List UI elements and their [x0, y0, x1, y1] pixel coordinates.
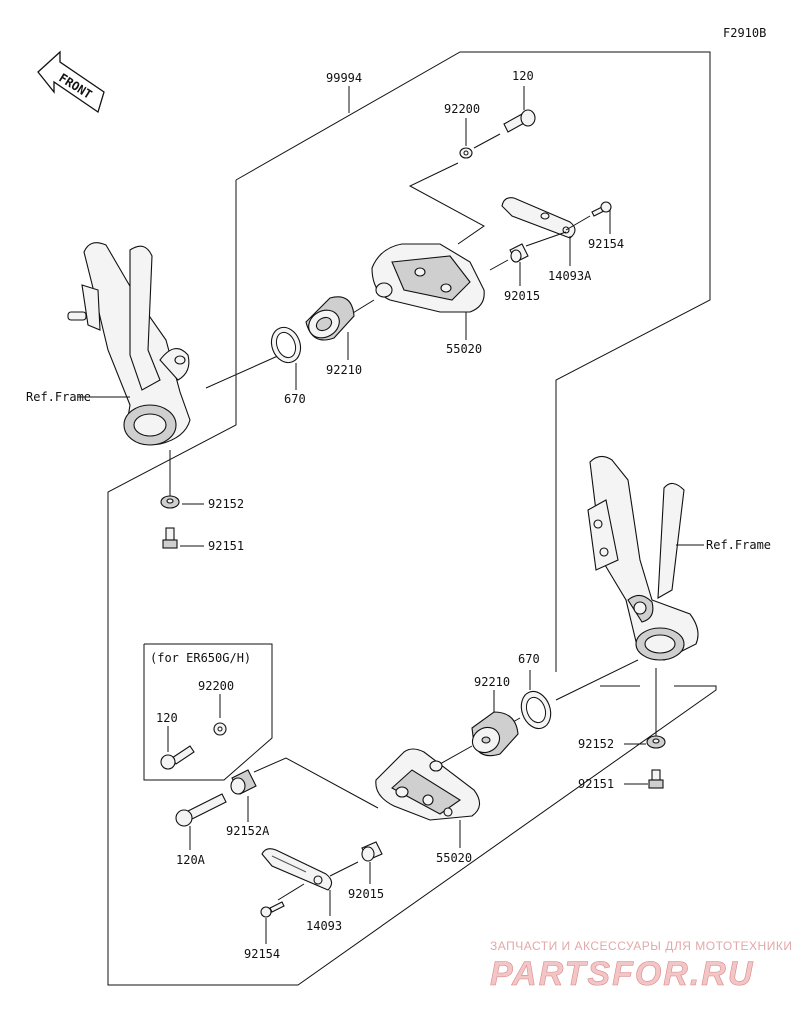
label-92210-upper: 92210	[326, 363, 362, 377]
note-box-title: (for ER650G/H)	[150, 651, 251, 665]
label-55020-upper: 55020	[446, 342, 482, 356]
lower-plate	[261, 848, 333, 891]
lower-ref-frame	[587, 455, 699, 661]
label-92200-upper: 92200	[444, 102, 480, 116]
label-55020-lower: 55020	[436, 851, 472, 865]
lower-bushing	[471, 711, 519, 757]
label-ref-frame-upper: Ref.Frame	[26, 390, 91, 404]
upper-bolt	[503, 109, 536, 133]
upper-axis-line	[205, 354, 281, 389]
lower-collar	[361, 841, 383, 862]
upper-plate	[501, 197, 576, 239]
label-670-lower: 670	[518, 652, 540, 666]
label-14093a-upper: 14093A	[548, 269, 592, 283]
lower-small-bolt	[648, 769, 664, 789]
upper-assembly-outline	[107, 51, 717, 986]
upper-ref-frame	[67, 242, 191, 446]
lower-nut	[646, 735, 666, 749]
diagram-code: F2910B	[723, 26, 766, 40]
upper-small-bolt	[162, 527, 178, 549]
watermark-line2: PARTSFOR.RU	[490, 955, 754, 993]
label-670-upper: 670	[284, 392, 306, 406]
spacer-92152a	[230, 769, 257, 795]
label-99994: 99994	[326, 71, 362, 85]
label-14093-lower: 14093	[306, 919, 342, 933]
label-120-upper: 120	[512, 69, 534, 83]
lower-slider	[375, 748, 481, 821]
label-92151-upper: 92151	[208, 539, 244, 553]
label-92152-upper: 92152	[208, 497, 244, 511]
upper-screw	[591, 201, 612, 217]
label-92152-lower: 92152	[578, 737, 614, 751]
upper-nut	[160, 495, 180, 509]
label-120-note: 120	[156, 711, 178, 725]
upper-collar	[509, 243, 529, 263]
note-box	[143, 643, 273, 781]
label-ref-frame-lower: Ref.Frame	[706, 538, 771, 552]
label-92015-lower: 92015	[348, 887, 384, 901]
front-arrow-icon: FRONT	[37, 50, 105, 114]
upper-oring	[270, 326, 302, 364]
label-92210-lower: 92210	[474, 675, 510, 689]
label-92154-lower: 92154	[244, 947, 280, 961]
lower-kit-leader	[253, 757, 379, 809]
label-92015-upper: 92015	[504, 289, 540, 303]
upper-kit-leader	[408, 162, 485, 245]
lower-axis-line	[555, 659, 639, 701]
label-92152a: 92152A	[226, 824, 270, 838]
upper-bushing	[305, 296, 355, 341]
label-92200-note: 92200	[198, 679, 234, 693]
lower-oring	[520, 690, 552, 730]
lower-screw	[260, 901, 285, 918]
note-bolt	[160, 745, 195, 770]
watermark-line1: ЗАПЧАСТИ И АКСЕССУАРЫ ДЛЯ МОТОТЕХНИКИ	[490, 939, 792, 953]
upper-slider	[371, 243, 485, 313]
label-120a: 120A	[176, 853, 206, 867]
long-bolt-120a	[175, 793, 227, 827]
label-92151-lower: 92151	[578, 777, 614, 791]
label-92154-upper: 92154	[588, 237, 624, 251]
